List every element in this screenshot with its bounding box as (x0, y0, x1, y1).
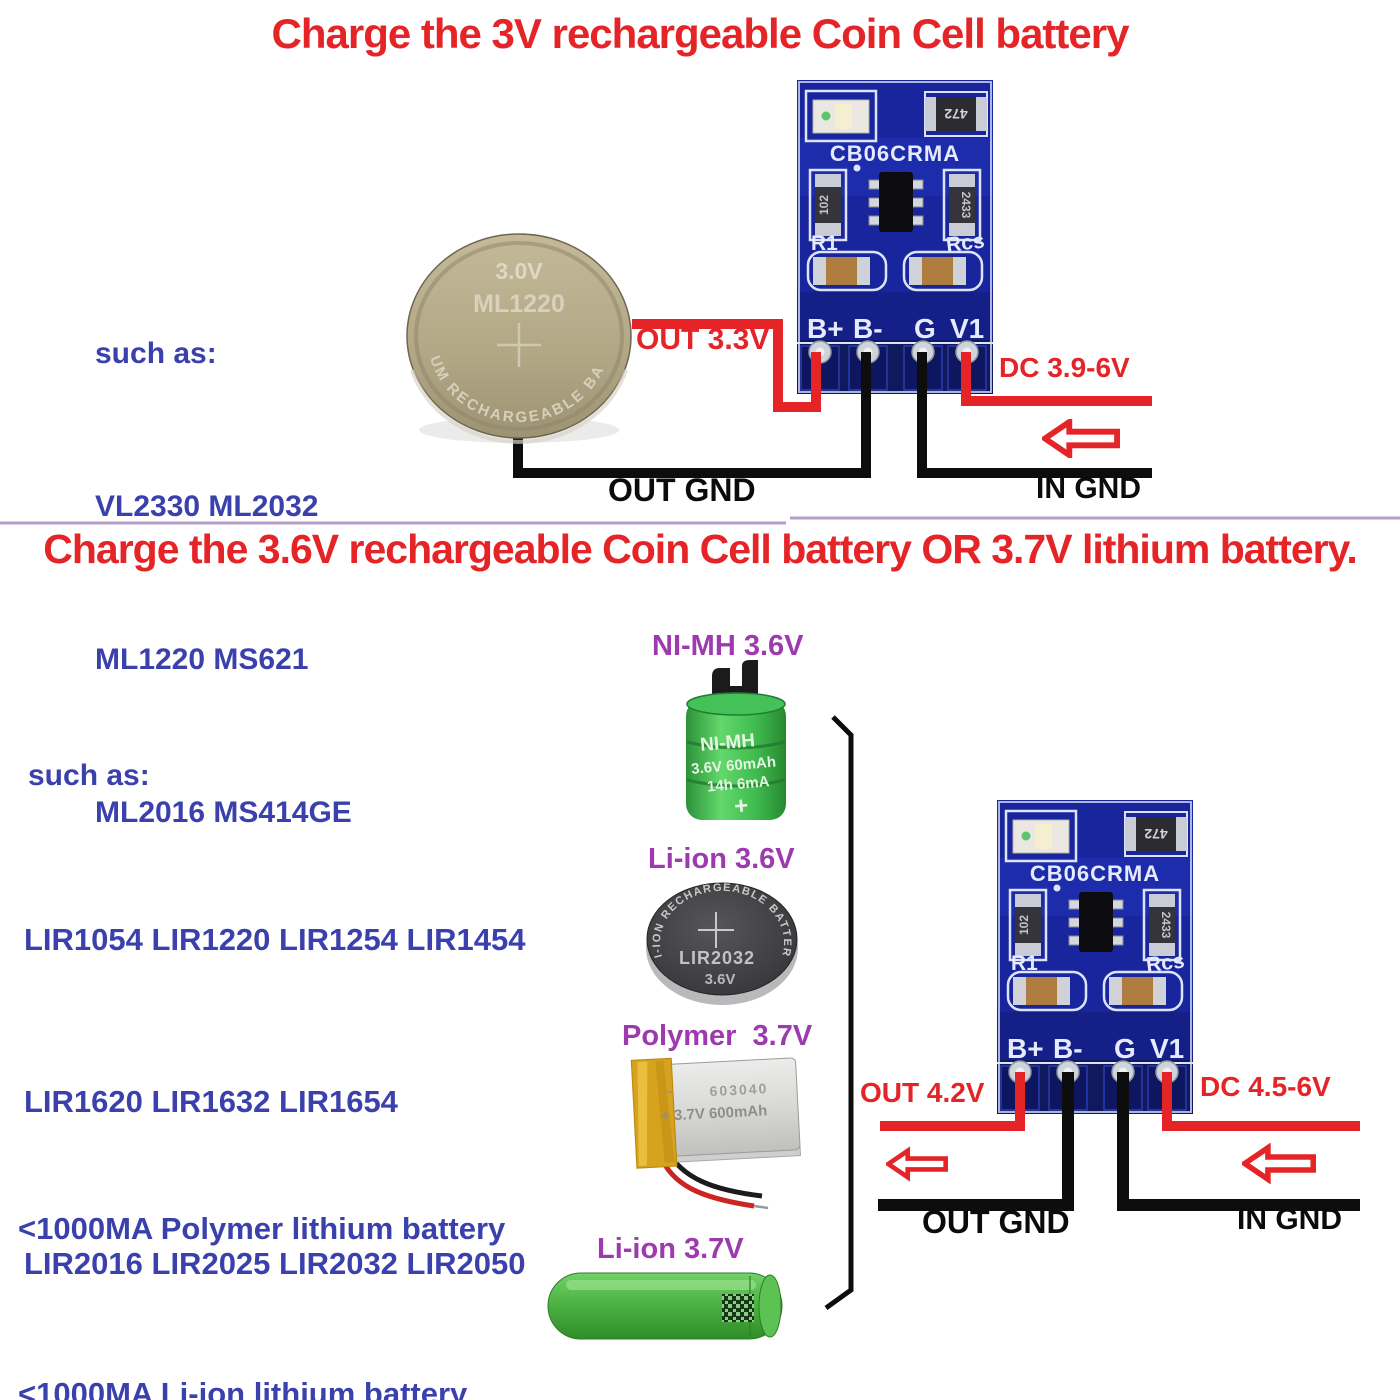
out-4v2-label: OUT 4.2V (860, 1077, 985, 1108)
in-gnd-label-1: IN GND (1036, 472, 1141, 505)
wire-out-gnd-1 (513, 352, 871, 478)
coin2-model: LIR2032 (679, 948, 755, 968)
coin2-plus-mark (698, 912, 734, 948)
out-gnd-label-2: OUT GND (922, 1204, 1070, 1240)
section2-model-list: LIR1054 LIR1220 LIR1254 LIR1454 LIR1620 … (24, 805, 525, 1400)
model-line: VL2330 ML2032 (95, 490, 319, 523)
note-line: <1000MA Polymer lithium battery (18, 1211, 506, 1246)
model-line: LIR1620 LIR1632 LIR1654 (24, 1084, 398, 1119)
capacity-notes: <1000MA Polymer lithium battery <1000MA … (18, 1091, 505, 1400)
dc-input-arrow-1 (1045, 422, 1117, 455)
wire-out-4v2 (880, 1072, 1025, 1131)
charger-module-2 (995, 798, 1195, 1116)
polymer-minus: - (667, 1083, 673, 1100)
section-divider (0, 516, 1400, 525)
wire-in-gnd-2 (1117, 1072, 1360, 1211)
coin1-voltage: 3.0V (495, 258, 543, 284)
wire-dc-in-2 (1162, 1072, 1360, 1131)
module1-wiring (513, 319, 1152, 478)
nimh-brand: NI-MH (699, 730, 756, 756)
liion-coin-label: Li-ion 3.6V (648, 843, 795, 875)
section1-such-as: such as: (95, 337, 217, 370)
nimh-label: NI-MH 3.6V (652, 630, 804, 662)
dc-45-6v-label: DC 4.5-6V (1200, 1071, 1331, 1102)
dc-39-6v-label: DC 3.9-6V (999, 352, 1130, 383)
polymer-model: 603040 (709, 1080, 768, 1099)
out-arrow-2 (888, 1151, 945, 1177)
model-line: LIR1054 LIR1220 LIR1254 LIR1454 (24, 922, 526, 957)
model-line: ML2016 MS414GE (95, 796, 352, 829)
module2-wiring (878, 1072, 1360, 1211)
nimh-spec2: 14h 6mA (706, 773, 770, 795)
charger-module-1 (795, 78, 995, 396)
section2-title: Charge the 3.6V rechargeable Coin Cell b… (43, 526, 1358, 572)
wire-out-3v3 (632, 319, 821, 412)
wire-in-gnd-1 (917, 352, 1152, 478)
nimh-battery: NI-MH 3.6V 60mAh 14h 6mA + (686, 660, 786, 820)
section2-such-as: such as: (28, 759, 150, 792)
nimh-plus: + (733, 792, 749, 820)
model-line: ML1220 MS621 (95, 643, 309, 676)
note-line: <1000MA Li-ion lithium battery (18, 1376, 468, 1400)
wire-dc-in-1 (961, 352, 1152, 406)
battery-group-bracket (824, 715, 854, 1311)
coin1-model: ML1220 (473, 290, 565, 318)
wire-out-gnd-2 (878, 1072, 1074, 1211)
polymer-battery: 603040 - + 3.7V 600mAh (630, 1057, 802, 1210)
coin2-voltage: 3.6V (705, 971, 736, 988)
liion-cyl-label: Li-ion 3.7V (597, 1233, 744, 1265)
coin1-plus-mark (497, 323, 541, 367)
section1-model-list: such as: VL2330 ML2032 ML1220 MS621 ML20… (95, 226, 352, 889)
section1-title: Charge the 3V rechargeable Coin Cell bat… (271, 10, 1130, 57)
dc-input-arrow-2 (1245, 1148, 1313, 1179)
out-3v3-label: OUT 3.3V (636, 323, 770, 356)
out-gnd-label-1: OUT GND (608, 472, 756, 508)
in-gnd-label-2: IN GND (1237, 1203, 1342, 1236)
battery-qr-code (722, 1294, 754, 1322)
polymer-label: Polymer 3.7V (622, 1020, 813, 1052)
cylindrical-battery-18650 (547, 1272, 783, 1340)
model-line: LIR2016 LIR2025 LIR2032 LIR2050 (24, 1246, 526, 1281)
polymer-spec: + 3.7V 600mAh (661, 1102, 768, 1125)
